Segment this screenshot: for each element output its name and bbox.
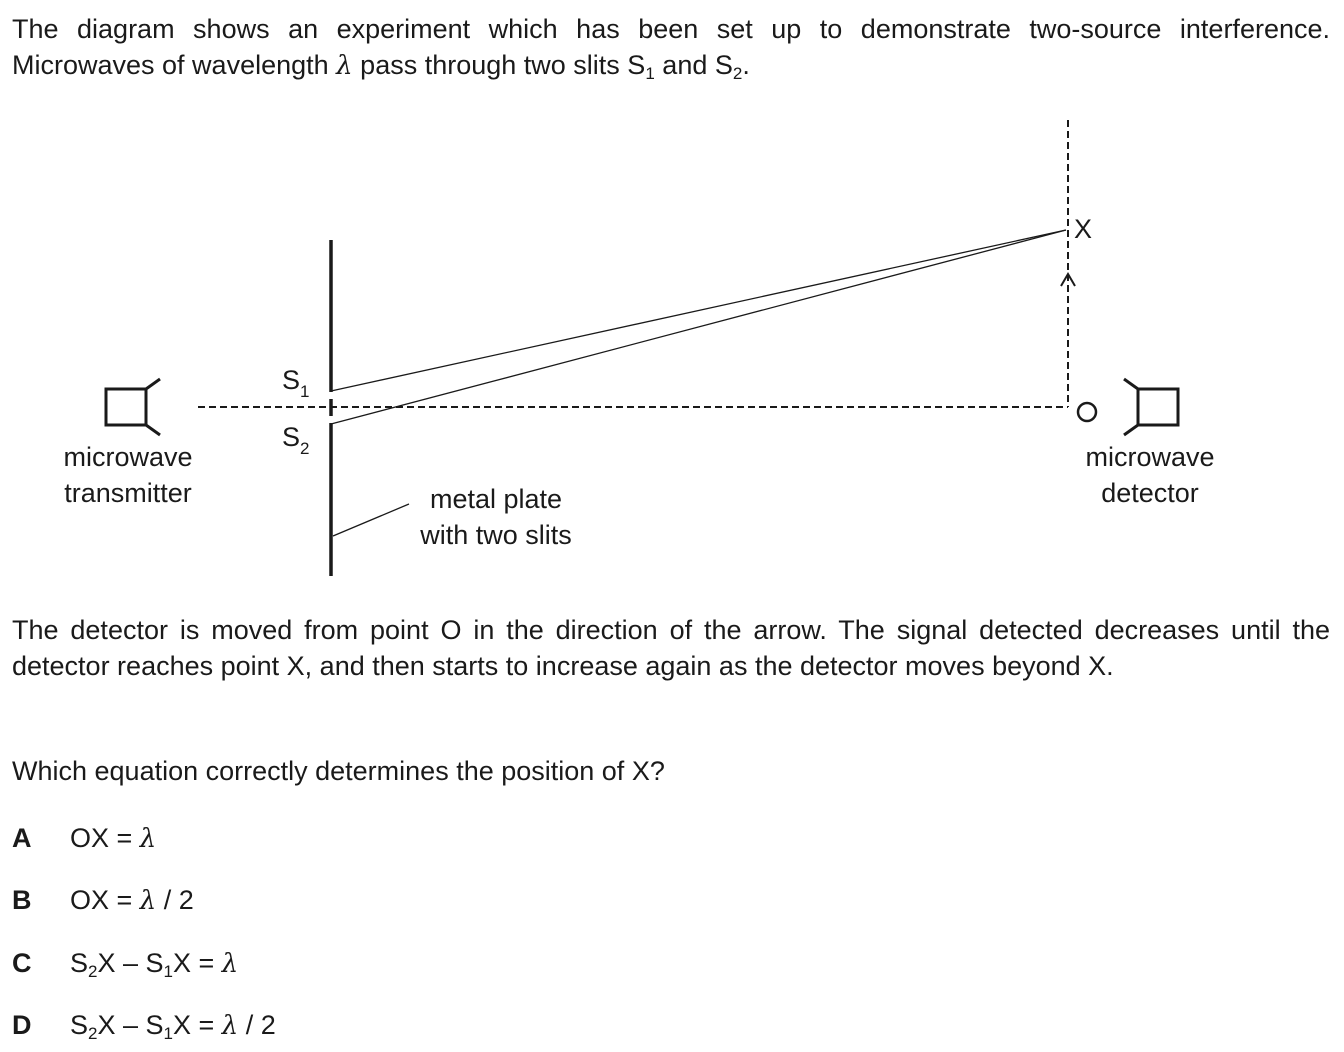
option-letter: D	[12, 1010, 32, 1040]
transmitter-label-line1: microwave	[63, 442, 192, 472]
intro-text-end: .	[742, 50, 750, 80]
question-text: Which equation correctly determines the …	[12, 756, 665, 786]
option-b-text: OX = λ / 2	[70, 885, 194, 916]
arrow-up-icon	[1060, 272, 1076, 287]
path-s1-to-x	[330, 229, 1067, 392]
subscript: 1	[645, 64, 655, 83]
subscript: 2	[732, 64, 743, 83]
path-s2-to-x	[330, 229, 1067, 425]
detector-label-line1: microwave	[1085, 442, 1214, 472]
detector-icon	[1123, 377, 1180, 437]
transmitter-icon	[104, 377, 161, 437]
intro-text-3: and S	[662, 50, 733, 80]
lambda-symbol: λ	[221, 1011, 239, 1041]
plate-leader-line	[332, 503, 410, 537]
interference-diagram: S1 S2 X microwave transmitter metal plat…	[63, 120, 1215, 576]
option-letter: B	[12, 885, 32, 915]
detector-label-line2: detector	[1101, 478, 1199, 508]
option-c-text: S2X – S1X = λ	[70, 948, 239, 981]
option-d-text: S2X – S1X = λ / 2	[70, 1010, 276, 1043]
lambda-symbol: λ	[139, 824, 157, 854]
description-paragraph: The detector is moved from point O in th…	[12, 615, 1330, 681]
plate-label-line1: metal plate	[430, 484, 562, 514]
plate-label-line2: with two slits	[419, 520, 572, 550]
lambda-symbol: λ	[336, 51, 353, 81]
intro-text-2: pass through two slits S	[360, 50, 646, 80]
slit-s1-label: S1	[282, 365, 309, 401]
lambda-symbol: λ	[139, 886, 157, 916]
option-letter: A	[12, 823, 32, 853]
option-letter: C	[12, 948, 32, 978]
point-o-marker	[1076, 401, 1098, 423]
intro-paragraph: The diagram shows an experiment which ha…	[12, 11, 1330, 84]
slit-s2-label: S2	[282, 422, 309, 458]
transmitter-label-line2: transmitter	[64, 478, 192, 508]
intro-text-1: The diagram shows an experiment which ha…	[12, 14, 1330, 80]
lambda-symbol: λ	[221, 949, 239, 979]
point-x-label: X	[1074, 214, 1092, 244]
option-a-text: OX = λ	[70, 823, 157, 854]
